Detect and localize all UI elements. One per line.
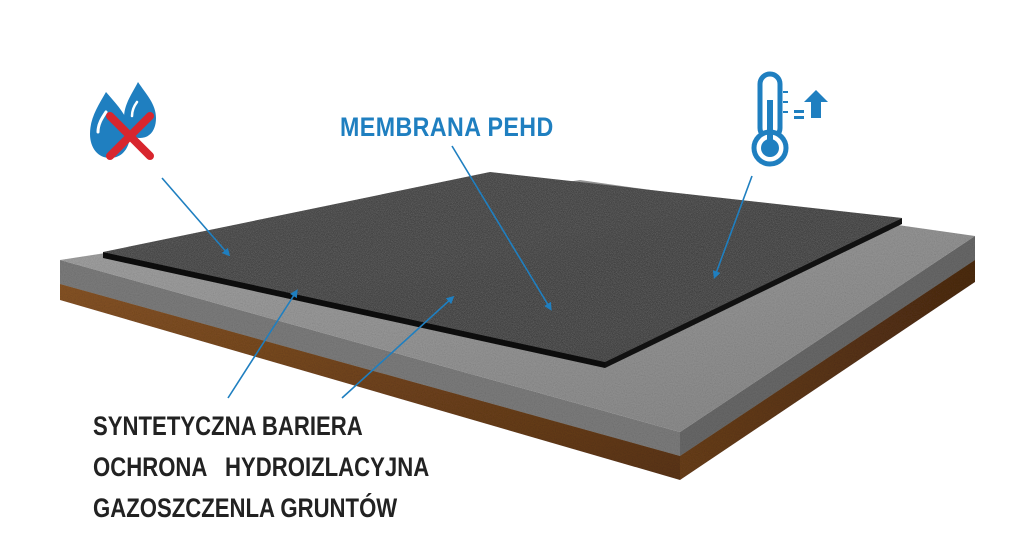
pointer-line-water bbox=[161, 177, 231, 257]
membrane-title: MEMBRANA PEHD bbox=[340, 112, 554, 142]
pointer-line-barrier-1 bbox=[227, 289, 298, 399]
pointer-line-barrier-2 bbox=[341, 295, 455, 399]
description-line-2: OCHRONA HYDROIZLACYJNA bbox=[93, 452, 430, 482]
pehd-membrane-layer bbox=[103, 172, 902, 368]
description-line-3: GAZOSZCZENLA GRUNTÓW bbox=[93, 493, 398, 523]
pointer-line-thermo bbox=[712, 175, 753, 280]
pointer-lines bbox=[161, 145, 753, 399]
description-line-1: SYNTETYCZNA BARIERA bbox=[93, 411, 363, 441]
pointer-line-title bbox=[451, 145, 552, 311]
thermometer-rising-icon bbox=[751, 71, 828, 167]
barrier-description: SYNTETYCZNA BARIERA OCHRONA HYDROIZLACYJ… bbox=[93, 406, 429, 529]
water-drops-crossed-icon bbox=[90, 82, 156, 160]
